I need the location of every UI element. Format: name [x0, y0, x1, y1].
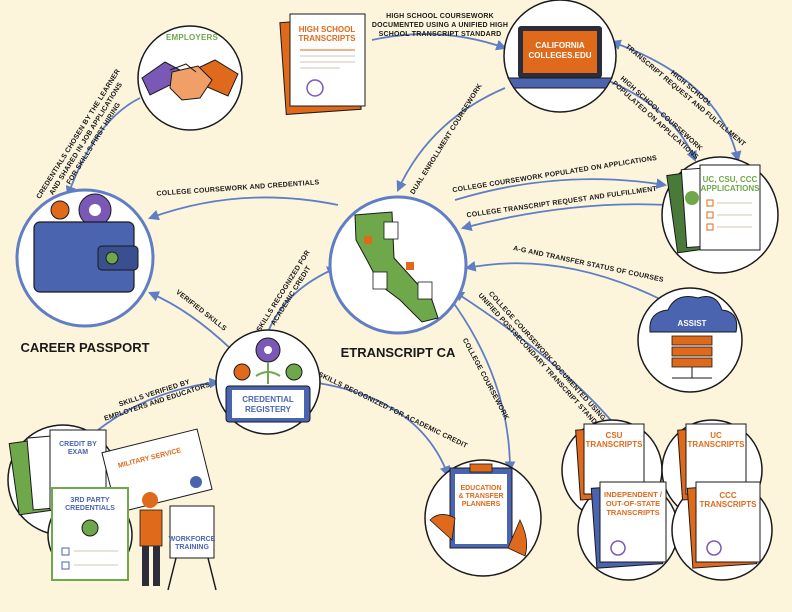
checklist-icon — [706, 199, 752, 231]
edge-skills-down — [317, 382, 451, 478]
seal-icon — [306, 79, 324, 97]
edge-college-coursework — [449, 297, 516, 473]
edge-college-request — [460, 203, 669, 232]
independent-label-1: INDEPENDENT / — [604, 490, 663, 499]
credential-registry-label-1: CREDENTIAL — [242, 395, 294, 404]
edge-label-skills-up-1: SKILLS RECOGNIZED FOR — [256, 249, 312, 333]
edge-label-hs-to-cc-3: SCHOOL TRANSCRIPT STANDARD — [379, 31, 502, 38]
edge-label-employers-1: CREDENTIALS CHOSEN BY THE LEARNER — [36, 68, 122, 200]
third-party-label-1: 3RD PARTY — [70, 497, 109, 504]
checkmark-icon — [685, 191, 699, 205]
edge-unified-postsec — [453, 290, 616, 426]
ccc-transcripts-label-2: TRANSCRIPTS — [700, 500, 758, 509]
credentials-cluster: CREDIT BY EXAM MILITARY SERVICE 3RD PART… — [7, 424, 217, 591]
csu-transcripts-label-1: CSU — [606, 431, 623, 440]
handshake-icon — [141, 59, 239, 101]
etranscript-title: ETRANSCRIPT CA — [341, 345, 456, 360]
california-colleges-label-1: CALIFORNIA — [535, 41, 585, 50]
edge-skills-verified — [97, 377, 221, 431]
applications-label-1: UC, CSU, CCC — [703, 175, 758, 184]
independent-label-3: TRANSCRIPTS — [606, 508, 659, 517]
assist-label: ASSIST — [678, 319, 707, 328]
edge-label-skills-down: SKILLS RECOGNIZED FOR ACADEMIC CREDIT — [317, 371, 469, 450]
uc-transcripts-label-2: TRANSCRIPTS — [688, 440, 746, 449]
edge-employers — [65, 97, 141, 198]
csu-transcripts-label-2: TRANSCRIPTS — [586, 440, 644, 449]
edge-ag-transfer — [464, 261, 663, 301]
edge-label-college-coursework: COLLEGE COURSEWORK — [461, 337, 510, 421]
edge-hs-request — [609, 39, 742, 163]
easel-icon — [169, 505, 215, 559]
edge-label-unified-postsec-1: COLLEGE COURSEWORK DOCUMENTED USING A — [487, 290, 611, 427]
california-colleges-label-2: COLLEGES.EDU — [528, 51, 591, 60]
edge-college-populated — [454, 178, 668, 201]
applications-label-2: APPLICATIONS — [701, 184, 761, 193]
edge-label-dual-enrollment: DUAL ENROLLMENT COURSEWORK — [410, 83, 484, 196]
credential-registry-node: CREDENTIAL REGISTERY — [215, 329, 321, 435]
seal-icon — [706, 540, 722, 556]
edge-label-unified-postsec-2: UNIFIED POSTSECONDARY TRANSCRIPT STANDAR… — [476, 292, 608, 437]
california-map-icon — [354, 211, 439, 323]
credit-by-exam-label-2: EXAM — [68, 449, 88, 456]
uc-transcripts-label-1: UC — [710, 431, 722, 440]
assist-node: ASSIST — [637, 287, 743, 393]
applications-node: UC, CSU, CCC APPLICATIONS — [661, 156, 779, 274]
etranscript-node: ETRANSCRIPT CA — [328, 195, 468, 360]
employers-label: EMPLOYERS — [166, 33, 218, 42]
ccc-transcripts-label-1: CCC — [719, 491, 737, 500]
certificate-icon — [101, 428, 213, 514]
school-icon — [364, 236, 372, 244]
edge-label-college-populated: COLLEGE COURSEWORK POPULATED ON APPLICAT… — [452, 155, 658, 194]
edge-label-hs-to-cc-2: DOCUMENTED USING A UNIFIED HIGH — [372, 22, 508, 29]
person-icon — [139, 492, 163, 586]
workforce-training-label-1: WORKFORCE — [169, 536, 216, 543]
server-icon — [671, 335, 713, 379]
hs-transcripts-label-1: HIGH SCHOOL — [299, 25, 356, 34]
transcripts-cluster: CSU TRANSCRIPTS UC TRANSCRIPTS INDEPENDE… — [561, 419, 773, 581]
career-passport-node: CAREER PASSPORT — [15, 188, 155, 355]
badge-icon — [233, 363, 251, 381]
laptop-icon — [507, 26, 613, 89]
career-passport-title: CAREER PASSPORT — [20, 340, 149, 355]
employers-node: EMPLOYERS — [137, 25, 243, 131]
edge-hs-to-cc — [371, 33, 508, 51]
edge-verified-skills — [148, 291, 233, 351]
planners-label-1: EDUCATION — [460, 485, 501, 492]
planners-label-2: & TRANSFER — [458, 493, 503, 500]
school-icon — [406, 262, 414, 270]
edge-label-hs-to-cc-1: HIGH SCHOOL COURSEWORK — [386, 13, 494, 20]
seal-icon — [190, 476, 202, 488]
third-party-label-2: CREDENTIALS — [65, 505, 115, 512]
hand-icon — [429, 514, 456, 541]
cloud-icon — [649, 296, 738, 333]
checkmark-icon — [285, 363, 303, 381]
badge-icon — [81, 519, 99, 537]
edge-skills-up — [267, 266, 338, 333]
hs-transcripts-node: HIGH SCHOOL TRANSCRIPTS — [279, 13, 366, 116]
workforce-training-label-2: TRAINING — [175, 544, 209, 551]
independent-label-2: OUT-OF-STATE — [606, 499, 660, 508]
planners-label-3: PLANNERS — [462, 501, 501, 508]
edge-label-college-credentials: COLLEGE COURSEWORK AND CREDENTIALS — [156, 179, 319, 197]
california-colleges-node: CALIFORNIA COLLEGES.EDU — [503, 0, 617, 113]
edge-college-credentials — [147, 196, 339, 221]
edge-dual-enrollment — [396, 87, 506, 192]
credit-by-exam-label-1: CREDIT BY — [59, 441, 97, 448]
hs-transcripts-label-2: TRANSCRIPTS — [299, 34, 357, 43]
edge-label-college-request: COLLEGE TRANSCRIPT REQUEST AND FULFILLME… — [466, 186, 658, 220]
edge-label-employers-2: AND SHARED IN JOB APPLICATIONS — [49, 81, 125, 196]
edges — [65, 33, 742, 478]
seal-icon — [610, 540, 626, 556]
credential-registry-label-2: REGISTERY — [245, 405, 292, 414]
hand-icon — [507, 519, 528, 557]
planners-node: EDUCATION & TRANSFER PLANNERS — [424, 459, 542, 577]
wallet-icon — [33, 221, 139, 293]
